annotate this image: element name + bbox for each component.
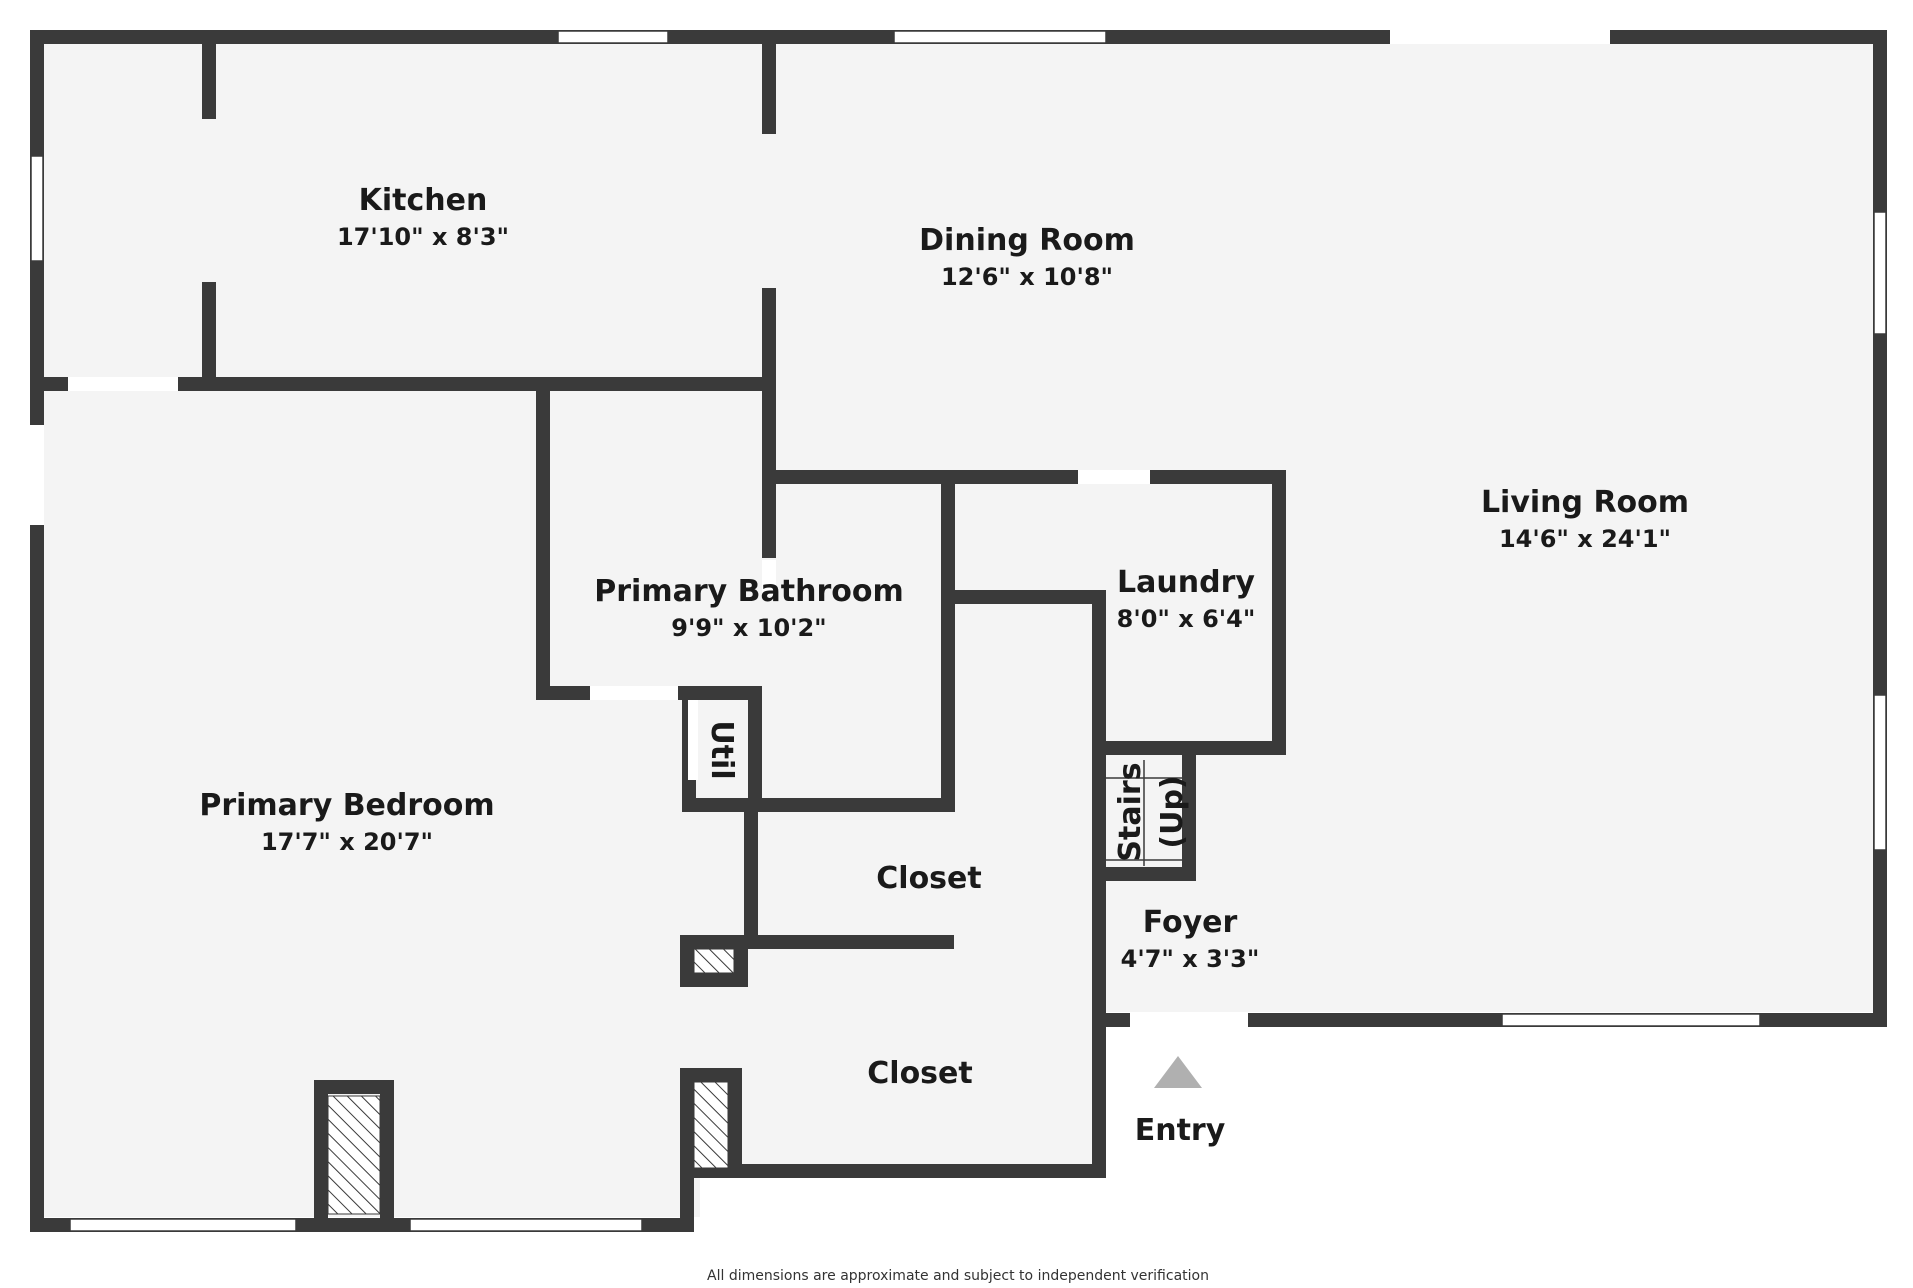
room-dims-laundry: 8'0" x 6'4" [1117,605,1256,633]
room-name-dining-room: Dining Room [919,223,1135,258]
room-name-stairs: Stairs [1113,762,1148,861]
room-dims-foyer: 4'7" x 3'3" [1121,945,1260,973]
room-name-laundry: Laundry [1117,565,1255,600]
room-dims-kitchen: 17'10" x 8'3" [337,223,509,251]
room-dims-living-room: 14'6" x 24'1" [1499,525,1671,553]
room-labels: Kitchen 17'10" x 8'3" Dining Room 12'6" … [199,183,1689,1091]
room-dims-dining-room: 12'6" x 10'8" [941,263,1113,291]
room-name-foyer: Foyer [1143,905,1238,940]
room-name-closet-upper: Closet [876,861,981,896]
triangle-up-icon [1154,1056,1202,1088]
entry-label: Entry [1135,1113,1226,1148]
room-sub-stairs: (Up) [1155,775,1190,848]
room-name-closet-lower: Closet [867,1056,972,1091]
interior-walls [37,44,1286,1230]
room-name-kitchen: Kitchen [359,183,488,218]
hatched-fixtures [327,948,735,1215]
room-dims-primary-bedroom: 17'7" x 20'7" [261,828,433,856]
entry-marker: Entry [1135,1056,1226,1148]
room-name-primary-bedroom: Primary Bedroom [199,788,494,823]
room-name-util: Util [704,720,739,779]
room-dims-primary-bathroom: 9'9" x 10'2" [671,614,826,642]
windows [30,30,1887,1232]
floor-area [37,37,1875,1217]
room-name-living-room: Living Room [1481,485,1689,520]
disclaimer: All dimensions are approximate and subje… [707,1268,1209,1284]
stairs-treads [1106,760,1182,866]
door-openings [30,30,1610,1027]
room-name-primary-bathroom: Primary Bathroom [594,574,903,609]
